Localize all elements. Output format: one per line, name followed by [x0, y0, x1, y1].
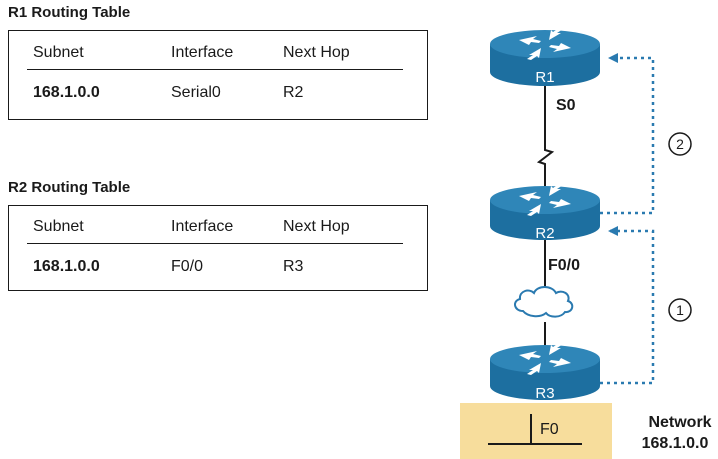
network-label-line1: Network	[648, 414, 711, 431]
r1-header-subnet: Subnet	[33, 44, 84, 61]
r1-header-interface: Interface	[171, 44, 234, 61]
r2-row-next-hop: R3	[283, 258, 304, 275]
r1-routing-table: Subnet Interface Next Hop 168.1.0.0 Seri…	[8, 30, 428, 120]
serial-link-zigzag	[536, 104, 555, 190]
r1-row-interface: Serial0	[171, 84, 221, 101]
router-r2-label: R2	[535, 225, 554, 242]
step-1-label: 1	[676, 302, 684, 318]
r2-header-divider	[27, 243, 403, 244]
router-r3-icon	[490, 343, 600, 400]
r2-interface-label: F0/0	[548, 257, 580, 274]
r1-interface-label: S0	[556, 97, 576, 114]
router-r1-icon	[490, 28, 600, 86]
r2-table-title: R2 Routing Table	[8, 179, 131, 196]
router-r1-label: R1	[535, 69, 554, 86]
network-label-line2: 168.1.0.0	[642, 435, 709, 452]
network-area	[460, 403, 612, 459]
r1-table-title: R1 Routing Table	[8, 4, 131, 21]
update-arrow-1	[600, 226, 655, 385]
r2-routing-table: Subnet Interface Next Hop 168.1.0.0 F0/0…	[8, 205, 428, 291]
r1-header-divider	[27, 69, 403, 70]
ethernet-cloud-icon	[514, 286, 574, 318]
r2-header-subnet: Subnet	[33, 218, 84, 235]
r2-row-interface: F0/0	[171, 258, 204, 275]
r3-interface-label: F0	[540, 421, 559, 438]
step-2-label: 2	[676, 136, 684, 152]
router-r3-label: R3	[535, 385, 554, 402]
r2-row-subnet: 168.1.0.0	[33, 258, 100, 275]
r2-header-interface: Interface	[171, 218, 234, 235]
step-2-marker: 2	[668, 132, 692, 156]
r1-row-next-hop: R2	[283, 84, 304, 101]
router-r2-icon	[490, 184, 600, 240]
update-arrow-2	[600, 53, 655, 215]
r2-header-next-hop: Next Hop	[283, 218, 350, 235]
r1-header-next-hop: Next Hop	[283, 44, 350, 61]
step-1-marker: 1	[668, 298, 692, 322]
r1-row-subnet: 168.1.0.0	[33, 84, 100, 101]
